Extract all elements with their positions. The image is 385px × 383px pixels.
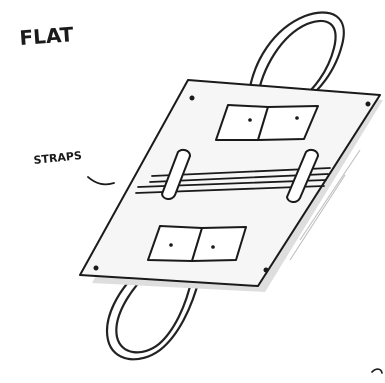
corner-hole-bottom-right	[264, 268, 269, 273]
straps-leader-arrow	[88, 177, 114, 184]
title-label: FLAT	[19, 22, 75, 50]
corner-hole-top-right	[366, 102, 371, 107]
bottom-pad-right	[192, 227, 246, 261]
corner-hole-top-left	[190, 96, 195, 101]
bottom-pad-pair	[148, 226, 246, 261]
corner-hole-bottom-left	[94, 266, 99, 271]
edge-mark	[372, 369, 382, 373]
straps-label: STRAPS	[33, 149, 83, 167]
top-pad-pair	[216, 105, 318, 140]
